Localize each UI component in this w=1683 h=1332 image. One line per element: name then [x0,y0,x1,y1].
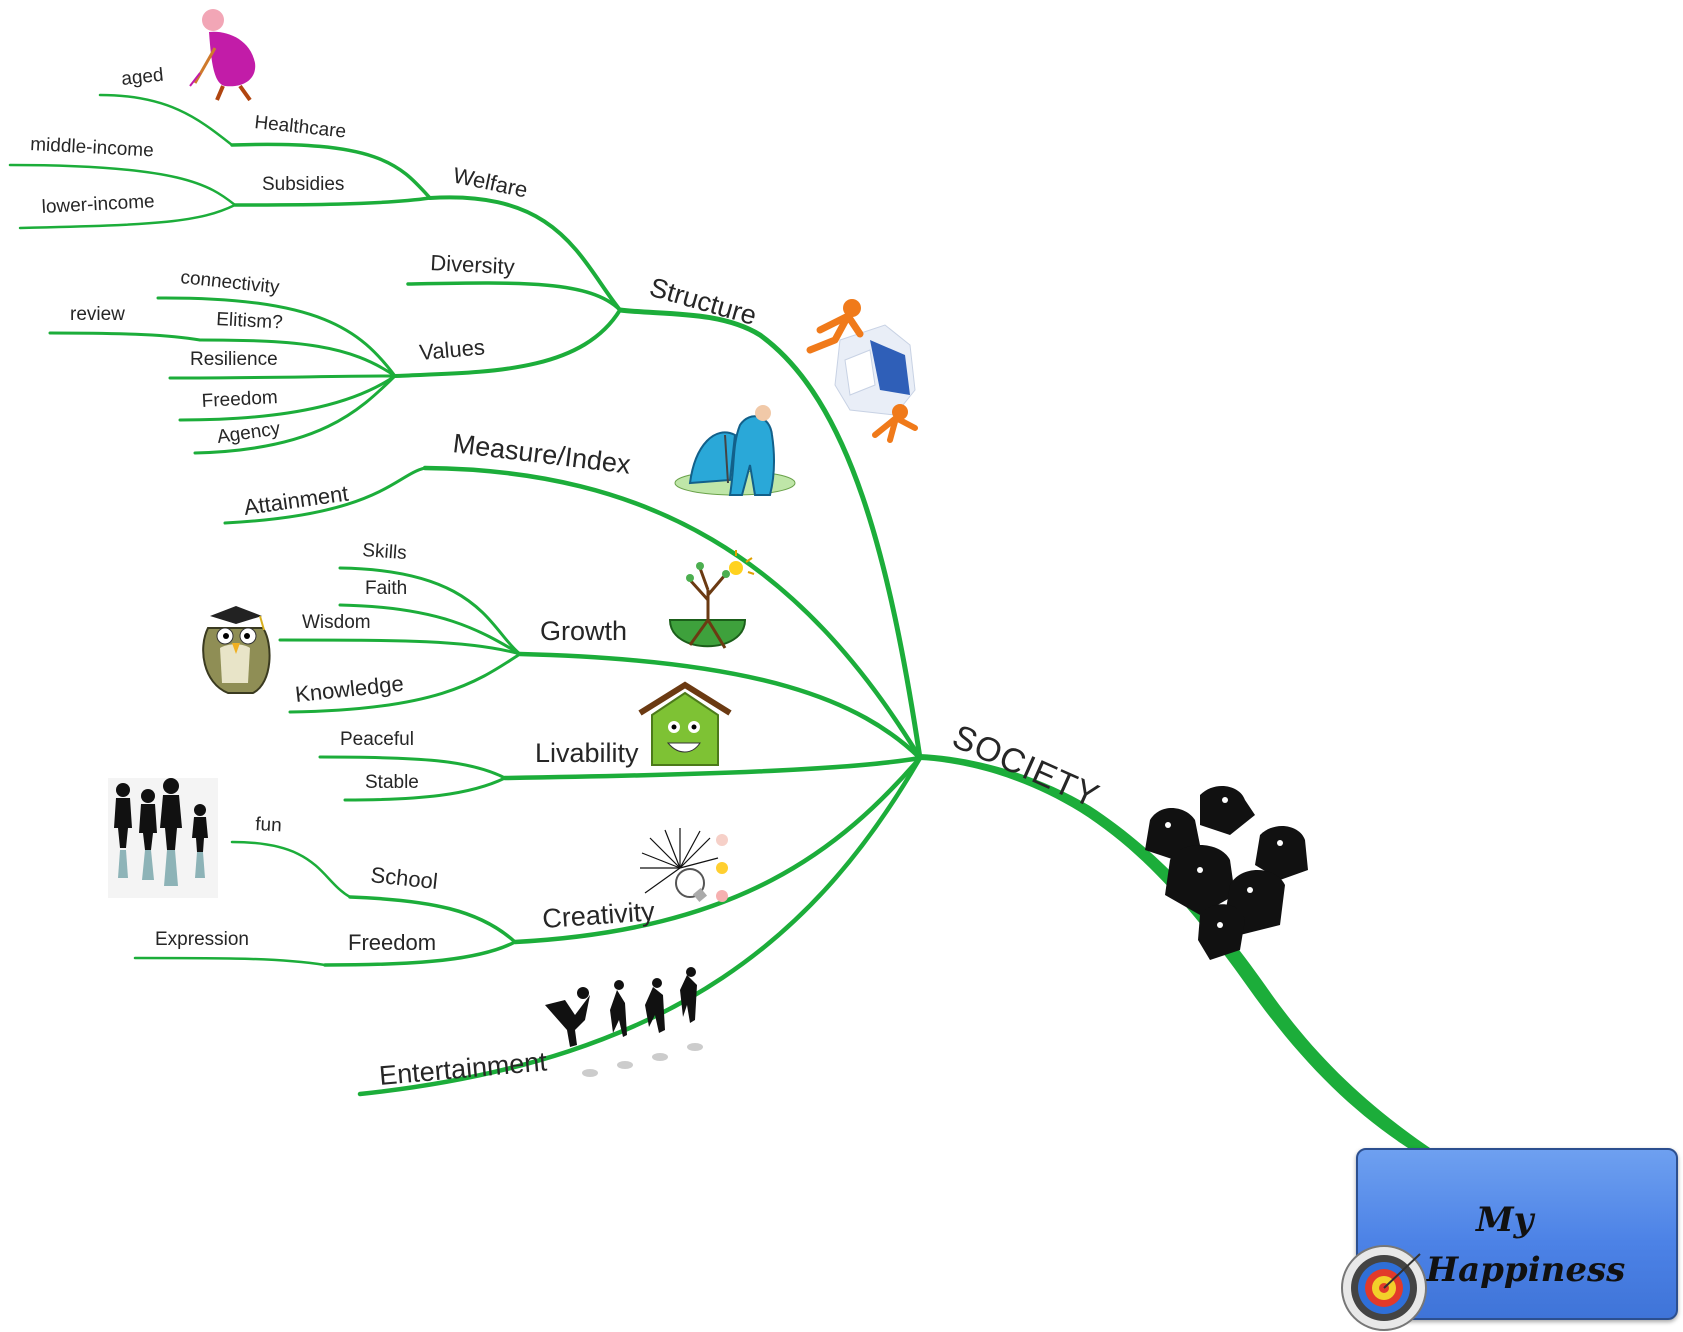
root-title-line1: My [1476,1200,1534,1240]
root-title-line2: Happiness [1426,1250,1626,1290]
lower-income-label: lower-income [41,191,155,218]
stable-label: Stable [365,772,419,793]
children-silhouette-icon [108,778,218,898]
smiling-house-icon [638,681,732,766]
entertainment-label: Entertainment [378,1046,549,1091]
branch-middle-income [8,163,237,207]
values-label: Values [418,334,486,365]
branch-connectivity [156,296,397,378]
livability-label: Livability [535,738,639,768]
freedom-label: Freedom [201,387,278,412]
branch-school [348,895,517,944]
branch-lower-income [18,203,237,230]
knowledge-label: Knowledge [294,671,405,707]
branch-attainment [223,466,427,525]
target-icon [1341,1245,1427,1331]
wisdom-label: Wisdom [302,612,371,633]
lightbulb-idea-icon [640,828,728,903]
elderly-person-icon [189,9,256,102]
faith-label: Faith [365,578,407,599]
branch-skills [338,566,522,656]
structure-label: Structure [646,272,760,331]
branch-livability [502,755,923,781]
attainment-label: Attainment [242,481,350,520]
growing-tree-icon [668,550,755,649]
branch-welfare [428,195,622,312]
branch-faith [338,603,522,656]
dancers-silhouette-icon [545,967,703,1077]
fun-label: fun [255,814,282,836]
branch-knowledge [288,652,522,714]
branch-entertainment [357,755,923,1097]
aged-label: aged [120,65,164,90]
peaceful-label: Peaceful [340,729,414,750]
branch-agency [193,374,397,455]
branch-freedom [178,374,397,422]
healthcare-label: Healthcare [253,112,347,142]
elitism-label: Elitism? [216,309,284,333]
diversity-label: Diversity [430,250,516,279]
branch-growth [517,651,923,761]
skills-label: Skills [362,540,408,564]
branch-review [48,331,202,342]
teamwork-puzzle-icon [806,299,918,443]
school-label: School [369,862,439,894]
connectivity-label: connectivity [179,267,280,298]
branch-wisdom [278,638,522,656]
branch-creativity [512,755,923,945]
growth-label: Growth [540,616,627,646]
measuring-figure-icon [674,405,796,496]
branch-fun [230,840,352,899]
branch-subsidies [233,196,432,207]
branch-freedom2 [323,940,517,967]
branch-resilience [168,374,397,380]
branch-aged [98,93,234,147]
branch-values [393,308,622,378]
middle-income-label: middle-income [30,134,154,161]
expression-label: Expression [155,929,249,950]
freedom2-label: Freedom [348,930,436,955]
branch-diversity [406,281,622,312]
branch-healthcare [230,142,432,200]
branch-society [920,754,1430,1148]
branch-measure [422,465,923,761]
crowd-silhouette-icon [1145,785,1308,960]
resilience-label: Resilience [190,349,278,370]
branch-elitism [198,338,397,378]
branch-expression [133,956,327,967]
branch-structure [617,307,923,761]
subsidies-label: Subsidies [262,174,344,195]
wise-owl-icon [202,606,271,694]
branch-stable [343,776,507,802]
review-label: review [70,304,125,325]
branch-peaceful [318,755,507,780]
